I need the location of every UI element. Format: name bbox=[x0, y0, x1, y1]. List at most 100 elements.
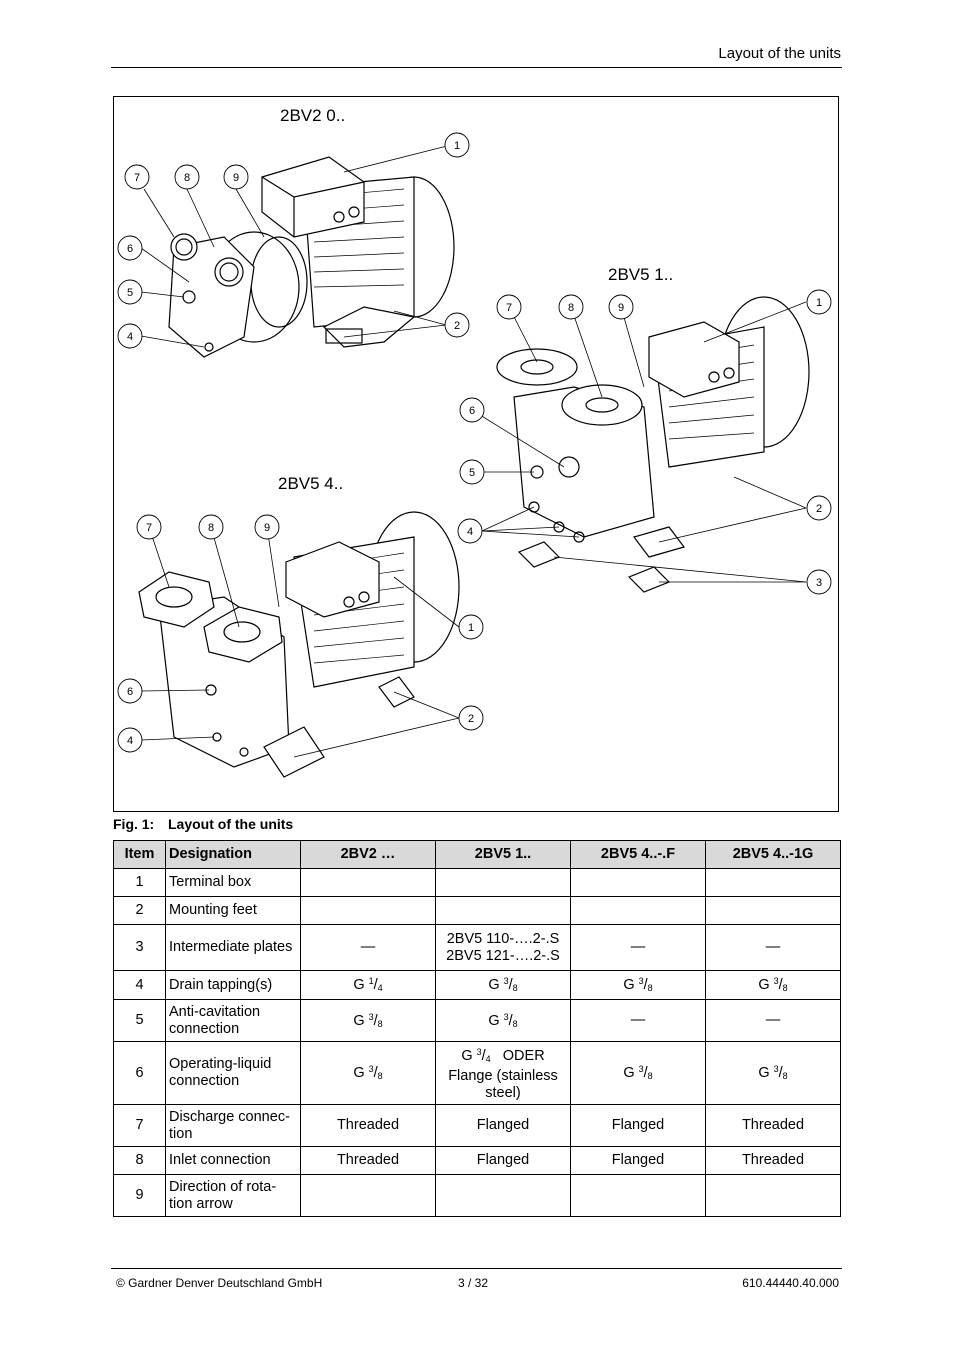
callout-2: 2 bbox=[816, 503, 822, 515]
callout-9: 9 bbox=[618, 302, 624, 314]
header-2bv2: 2BV2 … bbox=[300, 840, 436, 869]
header-designation: Designation bbox=[165, 840, 301, 869]
value-cell: — bbox=[570, 999, 706, 1042]
callout-6: 6 bbox=[469, 405, 475, 417]
value-cell: — bbox=[570, 924, 706, 971]
value-cell bbox=[570, 868, 706, 897]
callout-6: 6 bbox=[127, 686, 133, 698]
item-cell: 7 bbox=[113, 1104, 166, 1147]
item-cell: 5 bbox=[113, 999, 166, 1042]
header-2bv5-1: 2BV5 1.. bbox=[435, 840, 571, 869]
value-cell bbox=[570, 1174, 706, 1217]
value-cell: G 3/8 bbox=[570, 970, 706, 1000]
value-cell: G 3/4 ODER Flange (stainless steel) bbox=[435, 1041, 571, 1105]
model-label-2bv2: 2BV2 0.. bbox=[280, 106, 346, 125]
pump-2bv5-4-drawing bbox=[138, 511, 460, 778]
pump-2bv2-drawing bbox=[168, 156, 455, 358]
value-cell: G 3/8 bbox=[300, 999, 436, 1042]
callout-7: 7 bbox=[146, 522, 152, 534]
callout-7: 7 bbox=[134, 172, 140, 184]
designation-cell: Direction of rota-tion arrow bbox=[165, 1174, 301, 1217]
model-label-2bv5-4: 2BV5 4.. bbox=[278, 474, 344, 493]
header-2bv5-4-1g: 2BV5 4..-1G bbox=[705, 840, 841, 869]
designation-cell: Operating-liquid connection bbox=[165, 1041, 301, 1105]
callout-8: 8 bbox=[208, 522, 214, 534]
footer-copyright: © Gardner Denver Deutschland GmbH bbox=[116, 1276, 323, 1290]
value-cell: Threaded bbox=[705, 1104, 841, 1147]
value-line: G 3/4 ODER bbox=[461, 1047, 545, 1064]
value-cell bbox=[435, 896, 571, 925]
value-cell bbox=[705, 868, 841, 897]
model-label-2bv5-1: 2BV5 1.. bbox=[608, 265, 674, 284]
value-line: Flange (stainless steel) bbox=[448, 1068, 558, 1101]
value-cell: G 3/8 bbox=[300, 1041, 436, 1105]
callout-2: 2 bbox=[454, 320, 460, 332]
item-cell: 4 bbox=[113, 970, 166, 1000]
callout-5: 5 bbox=[469, 467, 475, 479]
callout-5: 5 bbox=[127, 287, 133, 299]
callout-numbers: 1 7 8 9 6 5 4 2 1 7 8 9 6 5 4 2 3 7 8 9 … bbox=[127, 140, 822, 747]
table-row: 4 Drain tapping(s) G 1/4 G 3/8 G 3/8 G 3… bbox=[113, 970, 841, 1000]
value-cell: G 3/8 bbox=[705, 1041, 841, 1105]
page-header-title: Layout of the units bbox=[718, 45, 841, 62]
callout-8: 8 bbox=[184, 172, 190, 184]
value-cell: Flanged bbox=[435, 1104, 571, 1147]
header-2bv5-4-f: 2BV5 4..-.F bbox=[570, 840, 706, 869]
value-cell: Flanged bbox=[570, 1104, 706, 1147]
units-table: Item Designation 2BV2 … 2BV5 1.. 2BV5 4.… bbox=[113, 840, 841, 1217]
pump-2bv5-1-drawing bbox=[496, 296, 810, 593]
callout-8: 8 bbox=[568, 302, 574, 314]
designation-cell: Intermediate plates bbox=[165, 924, 301, 971]
value-cell: Threaded bbox=[300, 1104, 436, 1147]
figure-caption: Fig. 1:Layout of the units bbox=[113, 816, 293, 832]
value-cell bbox=[300, 1174, 436, 1217]
callout-2: 2 bbox=[468, 713, 474, 725]
value-cell: G 3/8 bbox=[435, 970, 571, 1000]
footer-rule bbox=[111, 1268, 842, 1269]
value-cell: Threaded bbox=[705, 1146, 841, 1175]
item-cell: 3 bbox=[113, 924, 166, 971]
callout-1: 1 bbox=[454, 140, 460, 152]
designation-cell: Drain tapping(s) bbox=[165, 970, 301, 1000]
table-row: 1 Terminal box bbox=[113, 868, 841, 897]
value-cell: — bbox=[300, 924, 436, 971]
table-row: 7 Discharge connec-tion Threaded Flanged… bbox=[113, 1104, 841, 1147]
header-rule bbox=[111, 67, 842, 68]
callout-1: 1 bbox=[816, 297, 822, 309]
value-cell: G 3/8 bbox=[435, 999, 571, 1042]
callout-4: 4 bbox=[467, 526, 473, 538]
callout-3: 3 bbox=[816, 577, 822, 589]
value-cell bbox=[435, 1174, 571, 1217]
value-cell: G 1/4 bbox=[300, 970, 436, 1000]
figure-caption-number: Fig. 1: bbox=[113, 816, 155, 832]
designation-cell: Anti-cavitation connection bbox=[165, 999, 301, 1042]
designation-cell: Mounting feet bbox=[165, 896, 301, 925]
table-header-row: Item Designation 2BV2 … 2BV5 1.. 2BV5 4.… bbox=[113, 840, 841, 869]
table-row: 8 Inlet connection Threaded Flanged Flan… bbox=[113, 1146, 841, 1175]
callout-4: 4 bbox=[127, 331, 133, 343]
designation-cell: Inlet connection bbox=[165, 1146, 301, 1175]
value-cell bbox=[705, 896, 841, 925]
value-cell bbox=[570, 896, 706, 925]
pump-drawings: 1 7 8 9 6 5 4 2 1 7 8 9 6 5 4 2 3 7 8 9 … bbox=[117, 132, 832, 778]
callout-9: 9 bbox=[264, 522, 270, 534]
value-line: 2BV5 110-….2-.S bbox=[446, 930, 560, 947]
callout-9: 9 bbox=[233, 172, 239, 184]
value-cell: Threaded bbox=[300, 1146, 436, 1175]
value-cell: Flanged bbox=[570, 1146, 706, 1175]
footer-page-number: 3 / 32 bbox=[458, 1276, 489, 1290]
value-cell: G 3/8 bbox=[705, 970, 841, 1000]
value-cell: — bbox=[705, 999, 841, 1042]
value-cell bbox=[300, 896, 436, 925]
value-cell bbox=[435, 868, 571, 897]
value-cell: G 3/8 bbox=[570, 1041, 706, 1105]
designation-cell: Discharge connec-tion bbox=[165, 1104, 301, 1147]
callout-circles bbox=[117, 132, 832, 753]
figure-layout-of-units: 1 7 8 9 6 5 4 2 1 7 8 9 6 5 4 2 3 7 8 9 … bbox=[113, 96, 839, 812]
value-cell bbox=[300, 868, 436, 897]
callout-6: 6 bbox=[127, 243, 133, 255]
table-row: 9 Direction of rota-tion arrow bbox=[113, 1174, 841, 1217]
item-cell: 1 bbox=[113, 868, 166, 897]
